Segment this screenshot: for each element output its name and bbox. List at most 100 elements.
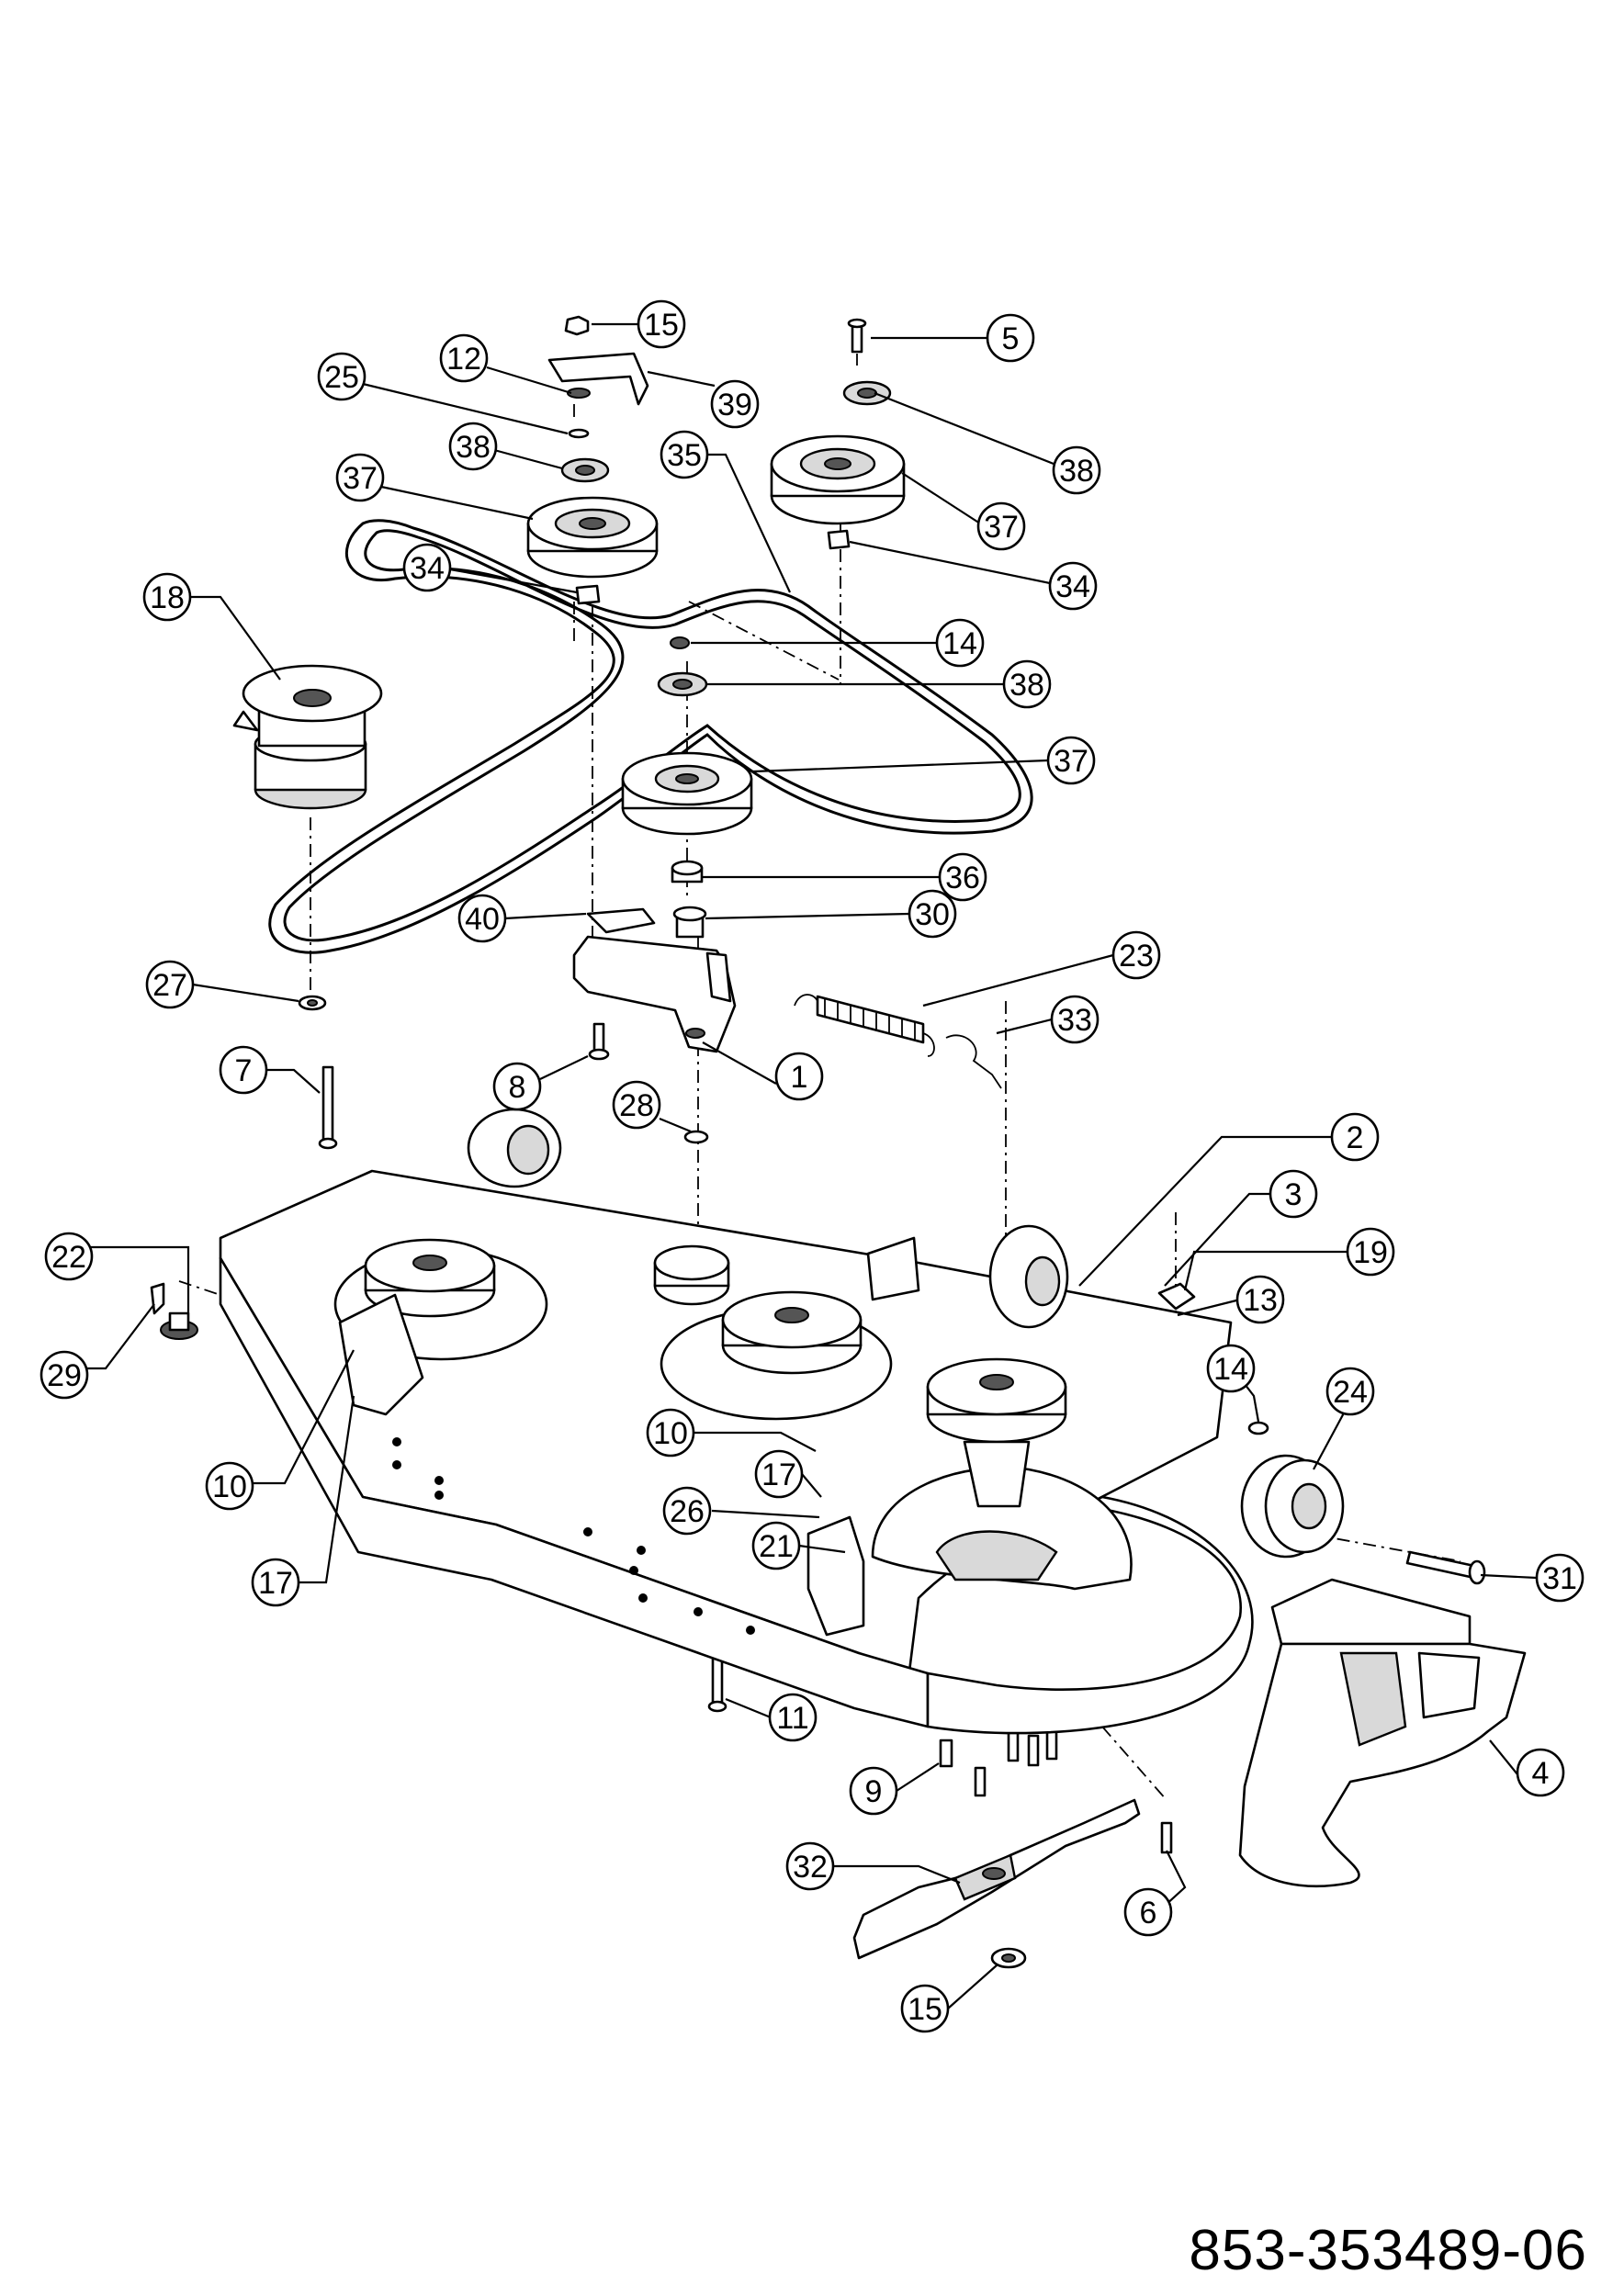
callout-circle — [938, 852, 987, 902]
callout-label: 17 — [258, 1566, 293, 1601]
callout-circle — [768, 1693, 818, 1742]
callout-circle — [1123, 1887, 1173, 1937]
loose-hardware — [150, 995, 1486, 1969]
callout-label: 38 — [456, 430, 491, 465]
drive-belt — [268, 519, 1033, 954]
callout-label: 12 — [446, 342, 481, 377]
callout-label: 39 — [717, 388, 752, 422]
callout-circle — [849, 1766, 898, 1816]
callout-label: 29 — [47, 1358, 82, 1393]
callout-circle — [1111, 930, 1161, 980]
callout-label: 10 — [653, 1416, 688, 1451]
callout-38: 38 — [1002, 659, 1052, 709]
callout-circle — [492, 1062, 542, 1111]
callout-13: 13 — [1235, 1275, 1285, 1324]
callout-circle — [335, 453, 385, 502]
callout-31: 31 — [1535, 1553, 1585, 1603]
callout-29: 29 — [39, 1350, 89, 1400]
leader-lines — [64, 322, 1538, 2009]
callout-circle — [142, 572, 192, 622]
callout-label: 27 — [152, 968, 187, 1003]
callout-label: 35 — [667, 438, 702, 473]
callout-circle — [1048, 561, 1098, 611]
callout-label: 23 — [1119, 939, 1154, 974]
callout-10: 10 — [205, 1461, 254, 1511]
callout-9: 9 — [849, 1766, 898, 1816]
callout-label: 2 — [1347, 1120, 1364, 1155]
mower-deck-housing — [219, 1108, 1254, 1735]
callout-3: 3 — [1269, 1169, 1318, 1219]
mower-blade — [852, 1798, 1141, 1960]
callout-label: 5 — [1002, 321, 1020, 356]
callout-circle — [660, 430, 709, 479]
callout-26: 26 — [662, 1486, 712, 1536]
callout-circle — [219, 1045, 268, 1095]
callout-label: 34 — [1055, 569, 1090, 604]
callout-label: 37 — [1054, 744, 1088, 779]
callout-label: 31 — [1542, 1561, 1577, 1596]
callout-label: 38 — [1009, 668, 1044, 703]
callout-11: 11 — [768, 1693, 818, 1742]
callout-circle — [44, 1232, 94, 1281]
callout-label: 32 — [793, 1850, 828, 1885]
callout-label: 28 — [619, 1088, 654, 1123]
callout-28: 28 — [612, 1080, 661, 1130]
callout-1: 1 — [774, 1052, 824, 1101]
callout-15: 15 — [900, 1984, 950, 2033]
callout-circle — [251, 1558, 300, 1607]
callout-circle — [205, 1461, 254, 1511]
left-idler-stack — [526, 315, 659, 605]
callout-30: 30 — [908, 889, 957, 939]
callout-label: 34 — [410, 551, 445, 586]
callout-label: 21 — [759, 1529, 794, 1564]
callout-circle — [1050, 995, 1100, 1044]
callout-label: 18 — [150, 580, 185, 615]
callout-38: 38 — [448, 422, 498, 471]
callout-circle — [1269, 1169, 1318, 1219]
callout-10: 10 — [646, 1408, 695, 1458]
callout-circle — [1046, 736, 1096, 785]
callout-circle — [402, 543, 452, 592]
idler-arm — [572, 907, 737, 1053]
right-idler-stack — [770, 318, 906, 550]
callout-label: 24 — [1333, 1375, 1368, 1410]
callout-circle — [1002, 659, 1052, 709]
callout-34: 34 — [1048, 561, 1098, 611]
callout-circle — [900, 1984, 950, 2033]
pto-clutch — [232, 664, 383, 810]
callout-8: 8 — [492, 1062, 542, 1111]
callout-label: 15 — [644, 308, 679, 343]
gauge-wheel — [1240, 1454, 1345, 1559]
callout-circle — [457, 894, 507, 943]
callout-label: 4 — [1532, 1756, 1550, 1791]
callout-37: 37 — [335, 453, 385, 502]
callout-circle — [612, 1080, 661, 1130]
callout-label: 14 — [942, 626, 977, 661]
callout-40: 40 — [457, 894, 507, 943]
discharge-chute — [1238, 1578, 1527, 1888]
callout-4: 4 — [1516, 1748, 1565, 1797]
callout-circle — [1346, 1227, 1395, 1277]
callout-circle — [1206, 1344, 1256, 1393]
callout-label: 8 — [509, 1070, 526, 1105]
callout-label: 38 — [1059, 454, 1094, 489]
tension-spring — [794, 994, 1002, 1089]
callout-label: 40 — [465, 902, 500, 937]
callout-15: 15 — [637, 299, 686, 349]
callout-27: 27 — [145, 960, 195, 1009]
callout-circle — [774, 1052, 824, 1101]
callout-circle — [710, 379, 760, 429]
callout-circle — [1535, 1553, 1585, 1603]
callout-circle — [1325, 1367, 1375, 1416]
callout-label: 10 — [212, 1469, 247, 1504]
callout-label: 22 — [51, 1240, 86, 1275]
callout-circle — [1235, 1275, 1285, 1324]
callout-37: 37 — [976, 501, 1026, 551]
callout-circle — [1516, 1748, 1565, 1797]
callout-33: 33 — [1050, 995, 1100, 1044]
callout-label: 7 — [235, 1053, 253, 1088]
callout-32: 32 — [785, 1841, 835, 1891]
callout-18: 18 — [142, 572, 192, 622]
callout-12: 12 — [439, 333, 489, 383]
